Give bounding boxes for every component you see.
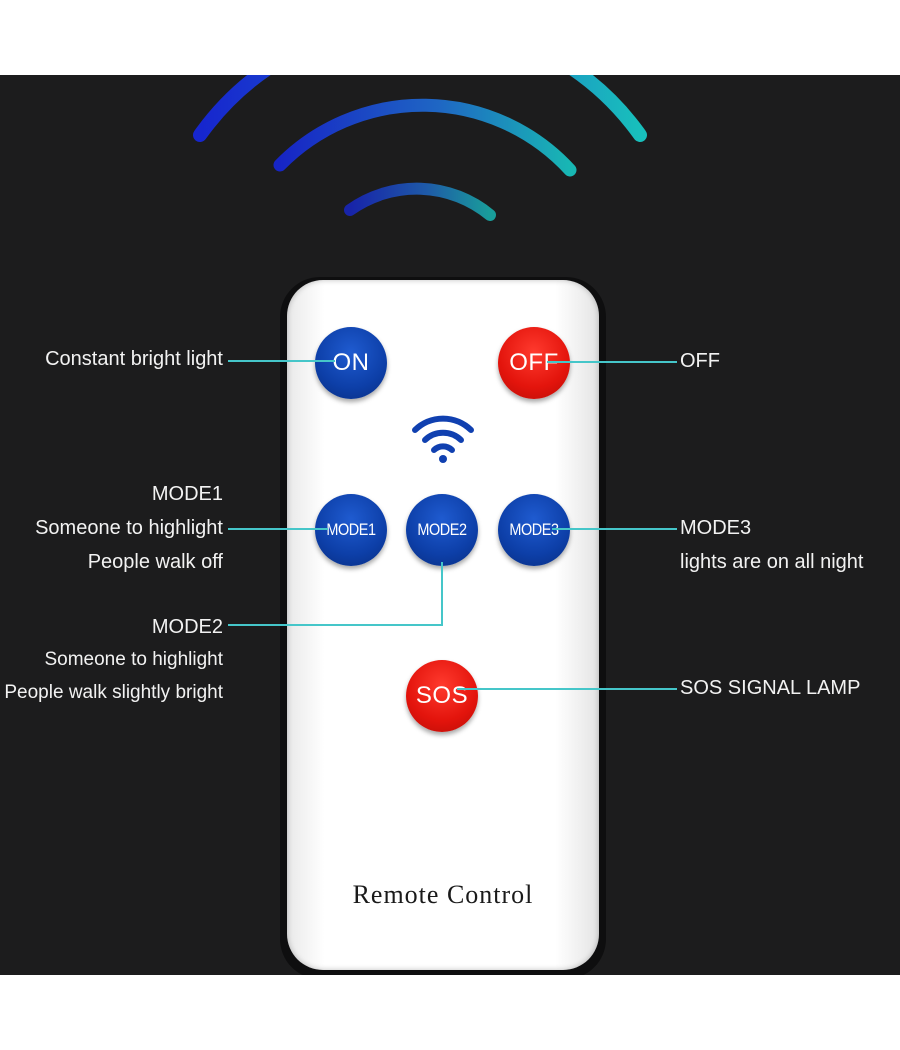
mode2-button[interactable]: MODE2 (406, 494, 478, 566)
mode3-callout-title: MODE3 (680, 517, 752, 539)
remote-footer-label: Remote Control (352, 880, 534, 909)
mode3-callout-line (552, 528, 677, 530)
mode3-button[interactable]: MODE3 (498, 494, 570, 566)
product-panel: ON OFF MODE1 MODE2 MODE3 SOS Remote Cont… (0, 75, 900, 975)
mode2-callout-title: MODE2 (151, 616, 223, 638)
off-callout-text: OFF (680, 350, 720, 372)
on-button-label: ON (332, 349, 370, 376)
mode1-callout-line (228, 528, 328, 530)
wifi-icon (412, 415, 474, 463)
on-button[interactable]: ON (315, 327, 387, 399)
mode2-callout-line-horizontal (228, 624, 443, 626)
sos-button[interactable]: SOS (406, 660, 478, 732)
mode2-callout-line2: Someone to highlight (44, 649, 223, 670)
sos-button-label: SOS (415, 682, 469, 709)
sos-callout-text: SOS SIGNAL LAMP (680, 677, 861, 699)
mode3-callout-line2: lights are on all night (680, 551, 864, 573)
off-callout-line (547, 361, 677, 363)
off-button[interactable]: OFF (498, 327, 570, 399)
on-callout-text: Constant bright light (45, 348, 223, 370)
mode2-callout-line-vertical (441, 562, 443, 625)
on-callout-line (228, 360, 335, 362)
sos-callout-line (457, 688, 677, 690)
mode2-button-label: MODE2 (417, 520, 467, 539)
mode3-button-label: MODE3 (509, 520, 559, 539)
mode1-callout-line3: People walk off (87, 551, 223, 573)
mode1-callout-title: MODE1 (151, 483, 223, 505)
mode1-callout-line2: Someone to highlight (35, 517, 223, 539)
mode1-button[interactable]: MODE1 (315, 494, 387, 566)
mode1-button-label: MODE1 (326, 520, 376, 539)
mode2-callout-line3: People walk slightly bright (4, 682, 223, 703)
off-button-label: OFF (509, 349, 559, 376)
signal-waves-icon (193, 75, 647, 221)
